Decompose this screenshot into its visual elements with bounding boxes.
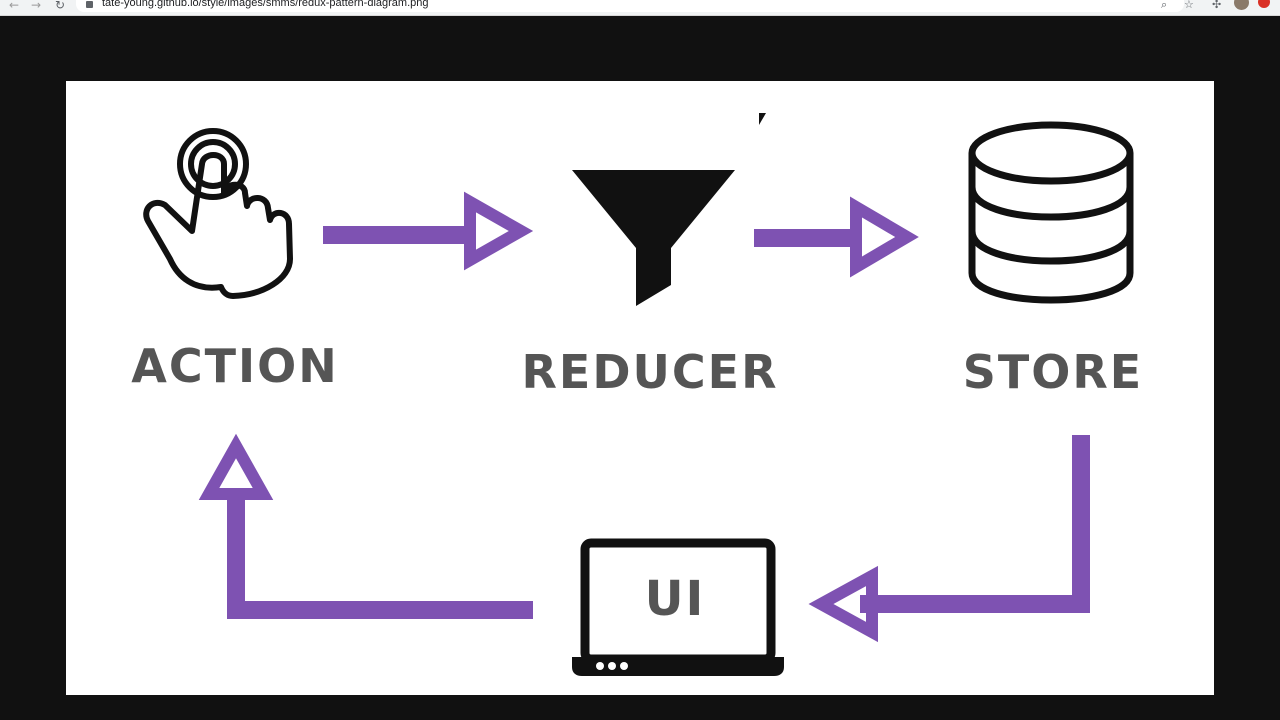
laptop-icon bbox=[572, 538, 784, 676]
arrow-ui-to-action bbox=[198, 433, 533, 619]
url-text: tate-young.github.io/style/images/smms/r… bbox=[102, 0, 429, 9]
forward-arrow-icon[interactable]: → bbox=[31, 0, 42, 12]
profile-avatar[interactable] bbox=[1234, 0, 1249, 10]
extensions-puzzle-icon[interactable]: ✣ bbox=[1212, 0, 1222, 11]
arrow-reducer-to-store bbox=[754, 196, 919, 278]
mouse-cursor-icon bbox=[759, 113, 766, 125]
address-bar[interactable]: tate-young.github.io/style/images/smms/r… bbox=[76, 0, 1184, 12]
funnel-icon bbox=[572, 170, 735, 306]
pointing-hand-icon bbox=[143, 128, 293, 299]
ui-label: UI bbox=[644, 571, 706, 627]
action-label: ACTION bbox=[131, 339, 339, 393]
lock-icon bbox=[86, 1, 93, 8]
browser-toolbar: ← → ↻ tate-young.github.io/style/images/… bbox=[0, 0, 1280, 16]
store-label: STORE bbox=[962, 345, 1144, 399]
database-icon bbox=[968, 121, 1134, 304]
arrow-store-to-ui bbox=[808, 435, 1090, 643]
bookmark-star-icon[interactable]: ☆ bbox=[1184, 0, 1194, 11]
zoom-icon[interactable]: ⌕ bbox=[1161, 0, 1168, 11]
reload-icon[interactable]: ↻ bbox=[55, 0, 66, 12]
back-arrow-icon[interactable]: ← bbox=[9, 0, 20, 12]
update-alert-icon[interactable] bbox=[1258, 0, 1270, 8]
arrow-action-to-reducer bbox=[323, 191, 534, 271]
reducer-label: REDUCER bbox=[521, 345, 779, 399]
diagram-canvas bbox=[143, 121, 1134, 676]
redux-pattern-diagram-image: ACTION REDUCER STORE UI bbox=[66, 81, 1214, 695]
